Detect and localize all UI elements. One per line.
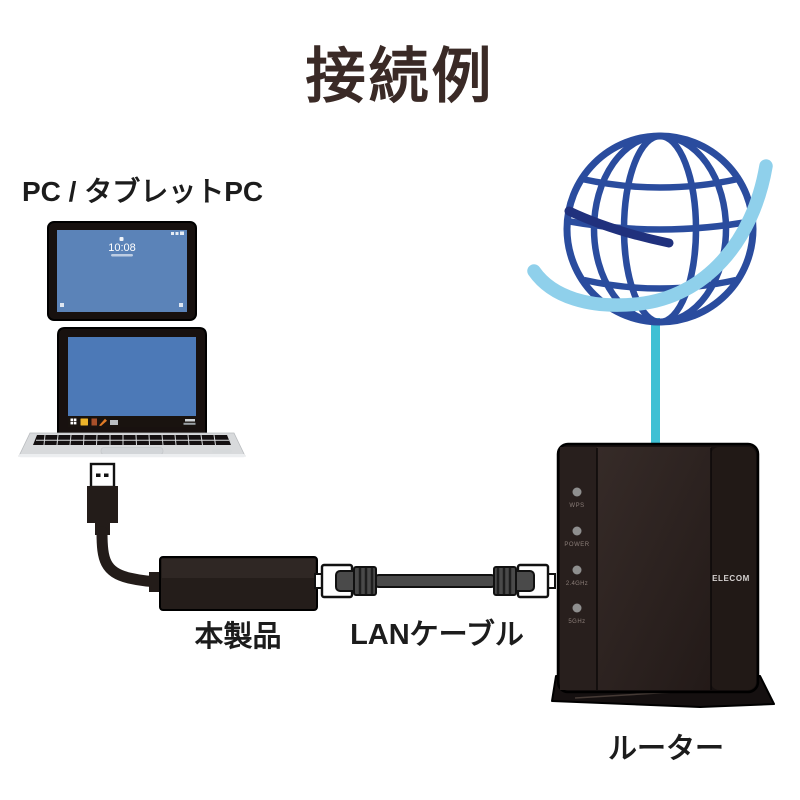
led-label-24ghz: 2.4GHz <box>566 581 588 587</box>
tablet-status-icons <box>171 231 184 235</box>
lan-cable <box>314 563 556 599</box>
page-title: 接続例 <box>305 43 495 110</box>
tablet-screen <box>57 230 187 312</box>
router-brand-logo: ELECOM <box>712 574 750 583</box>
led-label-power: POWER <box>564 542 589 548</box>
orbit-back-segment <box>564 206 674 248</box>
laptop-front-edge <box>19 454 245 458</box>
internet-globe-icon <box>527 132 773 326</box>
usb-lan-adapter <box>87 462 318 611</box>
router: WPS POWER 2.4GHz 5GHz ELECOM <box>551 442 775 708</box>
tablet: 10:08 <box>47 221 197 321</box>
lock-icon <box>119 237 124 241</box>
lan-cable-label: LANケーブル <box>350 619 524 651</box>
orbit-swoosh <box>527 159 773 312</box>
led-label-wps: WPS <box>569 503 584 509</box>
taskbar-date-text <box>183 422 196 425</box>
pencil-icon <box>99 418 107 426</box>
led-power <box>572 526 582 536</box>
laptop <box>18 327 246 458</box>
led-5ghz <box>572 603 582 613</box>
rj45-connector-right <box>493 563 556 599</box>
folder-icon <box>80 418 88 426</box>
app-icon <box>91 418 97 426</box>
led-wps <box>572 487 582 497</box>
tablet-clock: 10:08 <box>108 242 136 254</box>
internet-line <box>651 318 660 448</box>
tablet-corner-icon-right <box>179 303 183 307</box>
product-label: 本製品 <box>194 621 282 653</box>
router-label: ルーター <box>607 733 725 765</box>
tablet-corner-icon-left <box>60 303 64 307</box>
devices-label: PC / タブレットPC <box>22 176 264 207</box>
start-icon <box>70 418 77 425</box>
led-24ghz <box>572 565 582 575</box>
router-leds: WPS POWER 2.4GHz 5GHz <box>564 487 589 625</box>
taskbar-icons <box>70 418 196 426</box>
led-label-5ghz: 5GHz <box>568 619 585 625</box>
window-icon <box>110 420 118 425</box>
laptop-taskbar <box>68 416 196 427</box>
rj45-connector-left <box>314 563 377 599</box>
usb-plug-body <box>87 486 118 523</box>
tablet-date-text <box>111 254 133 257</box>
laptop-screen <box>68 337 196 416</box>
taskbar-clock-text <box>185 419 195 422</box>
deck-detail <box>212 449 232 453</box>
usb-plug-metal <box>89 462 116 489</box>
trackpad <box>100 447 164 455</box>
